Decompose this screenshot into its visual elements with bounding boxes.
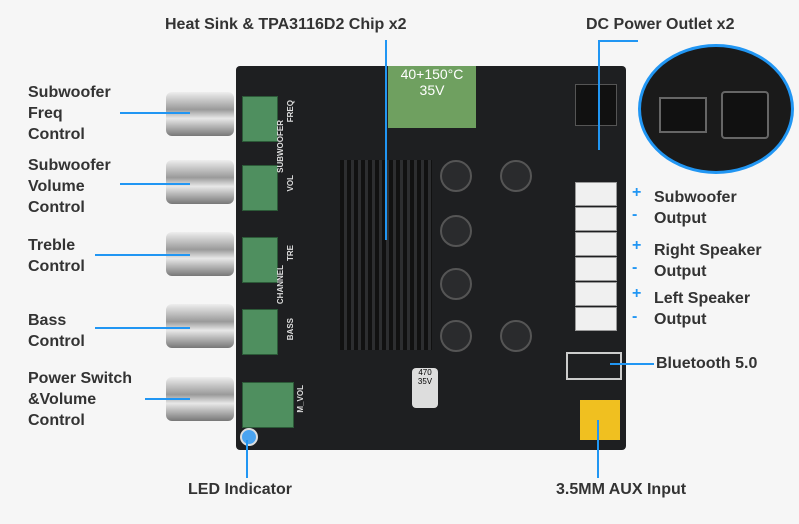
t: Left Speaker: [654, 290, 751, 307]
dc-outlet-2: [721, 91, 769, 139]
led: [240, 428, 258, 446]
leader-line: [95, 254, 190, 256]
terminal: [575, 232, 617, 256]
silk-channel: CHANNEL: [276, 265, 285, 305]
t: Treble: [28, 237, 76, 254]
silk-vol: VOL: [286, 175, 295, 192]
bass-knob[interactable]: [166, 304, 234, 348]
t: Control: [28, 333, 85, 350]
plus-sign: +: [632, 237, 642, 254]
plus-sign: +: [632, 285, 642, 302]
terminal: [575, 282, 617, 306]
silk-mvol: M_VOL: [296, 385, 305, 413]
aux-label: 3.5MM AUX Input: [556, 481, 687, 498]
silk-subwoofer: SUBWOOFER: [276, 120, 285, 173]
t: &Volume: [28, 391, 97, 408]
inductor: [500, 320, 532, 352]
minus-sign: -: [632, 308, 638, 325]
plus-sign: +: [632, 184, 642, 201]
leader-line: [120, 183, 190, 185]
t: Control: [28, 126, 85, 143]
t: Right Speaker: [654, 242, 762, 259]
t: Volume: [28, 178, 85, 195]
leader-line: [145, 398, 190, 400]
dc-power-jack: [575, 84, 617, 126]
potentiometer: [242, 382, 294, 428]
heat-sink-label: Heat Sink & TPA3116D2 Chip x2: [165, 16, 407, 33]
subwoofer-freq-knob[interactable]: [166, 92, 234, 136]
leader-line: [95, 327, 190, 329]
t: Control: [28, 258, 85, 275]
potentiometer: [242, 96, 278, 142]
leader-line: [598, 40, 600, 150]
capacitor-small: 470 35V: [412, 368, 438, 408]
terminal: [575, 182, 617, 206]
inductor: [440, 160, 472, 192]
t: Control: [28, 412, 85, 429]
dc-outlet-inset: [638, 44, 794, 174]
t: Subwoofer: [654, 189, 737, 206]
t: Subwoofer: [28, 157, 111, 174]
potentiometer: [242, 237, 278, 283]
leader-line: [246, 440, 248, 478]
led-label: LED Indicator: [188, 481, 293, 498]
t: Output: [654, 263, 707, 280]
leader-line: [597, 420, 599, 478]
bluetooth-label: Bluetooth 5.0: [656, 355, 758, 372]
subwoofer-volume-knob[interactable]: [166, 160, 234, 204]
inductor: [440, 320, 472, 352]
terminal: [575, 307, 617, 331]
terminal: [575, 257, 617, 281]
silk-freq: FREQ: [286, 100, 295, 123]
leader-line: [610, 363, 654, 365]
bluetooth-antenna: [566, 352, 622, 380]
minus-sign: -: [632, 259, 638, 276]
t: Subwoofer: [28, 84, 111, 101]
dc-outlet-1: [659, 97, 707, 133]
leader-line: [385, 40, 387, 240]
t: Output: [654, 311, 707, 328]
inductor: [440, 215, 472, 247]
potentiometer: [242, 165, 278, 211]
t: Output: [654, 210, 707, 227]
dc-power-label: DC Power Outlet x2: [586, 16, 735, 33]
inductor: [500, 160, 532, 192]
silk-bass: BASS: [286, 318, 295, 341]
capacitor-small-label: 470 35V: [417, 368, 433, 386]
t: Freq: [28, 105, 63, 122]
potentiometer: [242, 309, 278, 355]
aux-jack: [580, 400, 620, 440]
t: Power Switch: [28, 370, 133, 387]
inductor: [440, 268, 472, 300]
leader-line: [120, 112, 190, 114]
silk-tre: TRE: [286, 245, 295, 261]
capacitor: 40+150°C 35V: [388, 66, 476, 128]
capacitor-label: 40+150°C 35V: [400, 66, 464, 98]
minus-sign: -: [632, 206, 638, 223]
terminal: [575, 207, 617, 231]
t: Bass: [28, 312, 67, 329]
leader-line: [598, 40, 638, 42]
t: Control: [28, 199, 85, 216]
